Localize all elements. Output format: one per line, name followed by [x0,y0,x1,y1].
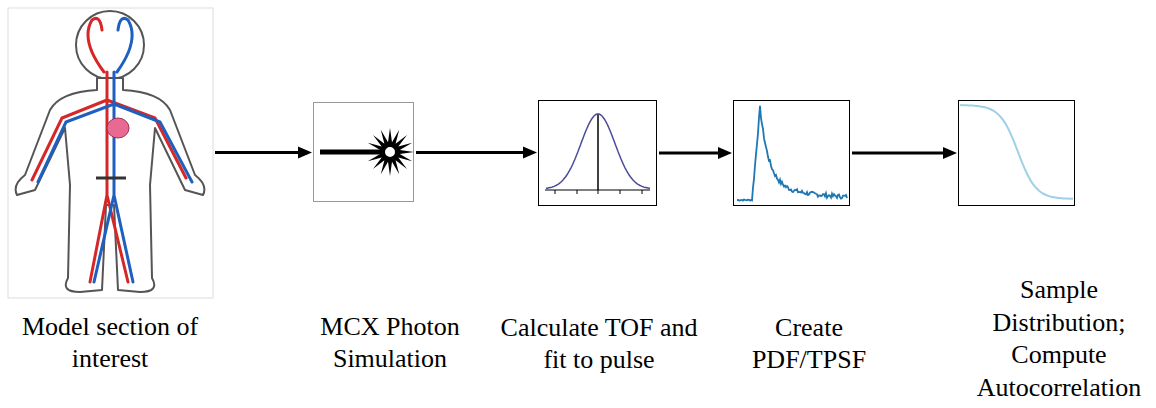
photon-icon [314,103,415,202]
process-box: Sample Distribution; Compute Autocorrela… [958,100,1075,206]
flow-arrow [852,147,957,159]
head-outline [76,11,144,79]
vessels [32,18,192,282]
step-caption: Sample Distribution; Compute Autocorrela… [964,274,1154,404]
process-box: Calculate TOF and fit to pulse [538,100,657,206]
arrow-shaft [852,152,944,155]
body-outline [16,78,205,292]
flow-arrow [416,147,537,159]
axis-tick [598,190,599,194]
tpsf-curve [737,106,847,201]
heart [107,118,129,138]
starburst [366,128,414,176]
arrow-shaft [215,151,299,154]
gaussian-plot [545,114,650,194]
figure-frame [8,8,213,298]
process-box: MCX Photon Simulation [313,102,414,202]
flow-arrow [659,147,732,159]
kidney-mark [96,177,126,180]
illustration-node: Model section of interest [8,8,213,298]
axis-tick [577,190,578,194]
center-line [597,114,599,190]
axis-tick [620,190,621,194]
axis-ticks [555,190,642,194]
step-caption: Model section of interest [0,311,225,376]
arrow-head [523,147,537,159]
flow-arrow [215,147,312,159]
source-ring [384,146,396,158]
artery [32,18,186,282]
step-caption: Create PDF/TPSF [739,312,879,377]
arrow-shaft [659,152,719,155]
step-caption: Calculate TOF and fit to pulse [494,312,704,377]
process-box: Create PDF/TPSF [733,100,850,206]
axis-tick [555,190,556,194]
human-figure [8,8,213,298]
autocorrelation-curve [960,105,1073,199]
gaussian-curve [546,114,650,188]
arrow-head [298,147,312,159]
vein [38,18,192,282]
arrow-head [718,147,732,159]
arrow-head [943,147,957,159]
step-caption: MCX Photon Simulation [295,311,485,376]
arrow-shaft [416,151,524,154]
icon-frame [314,103,414,202]
axis-tick [642,190,643,194]
